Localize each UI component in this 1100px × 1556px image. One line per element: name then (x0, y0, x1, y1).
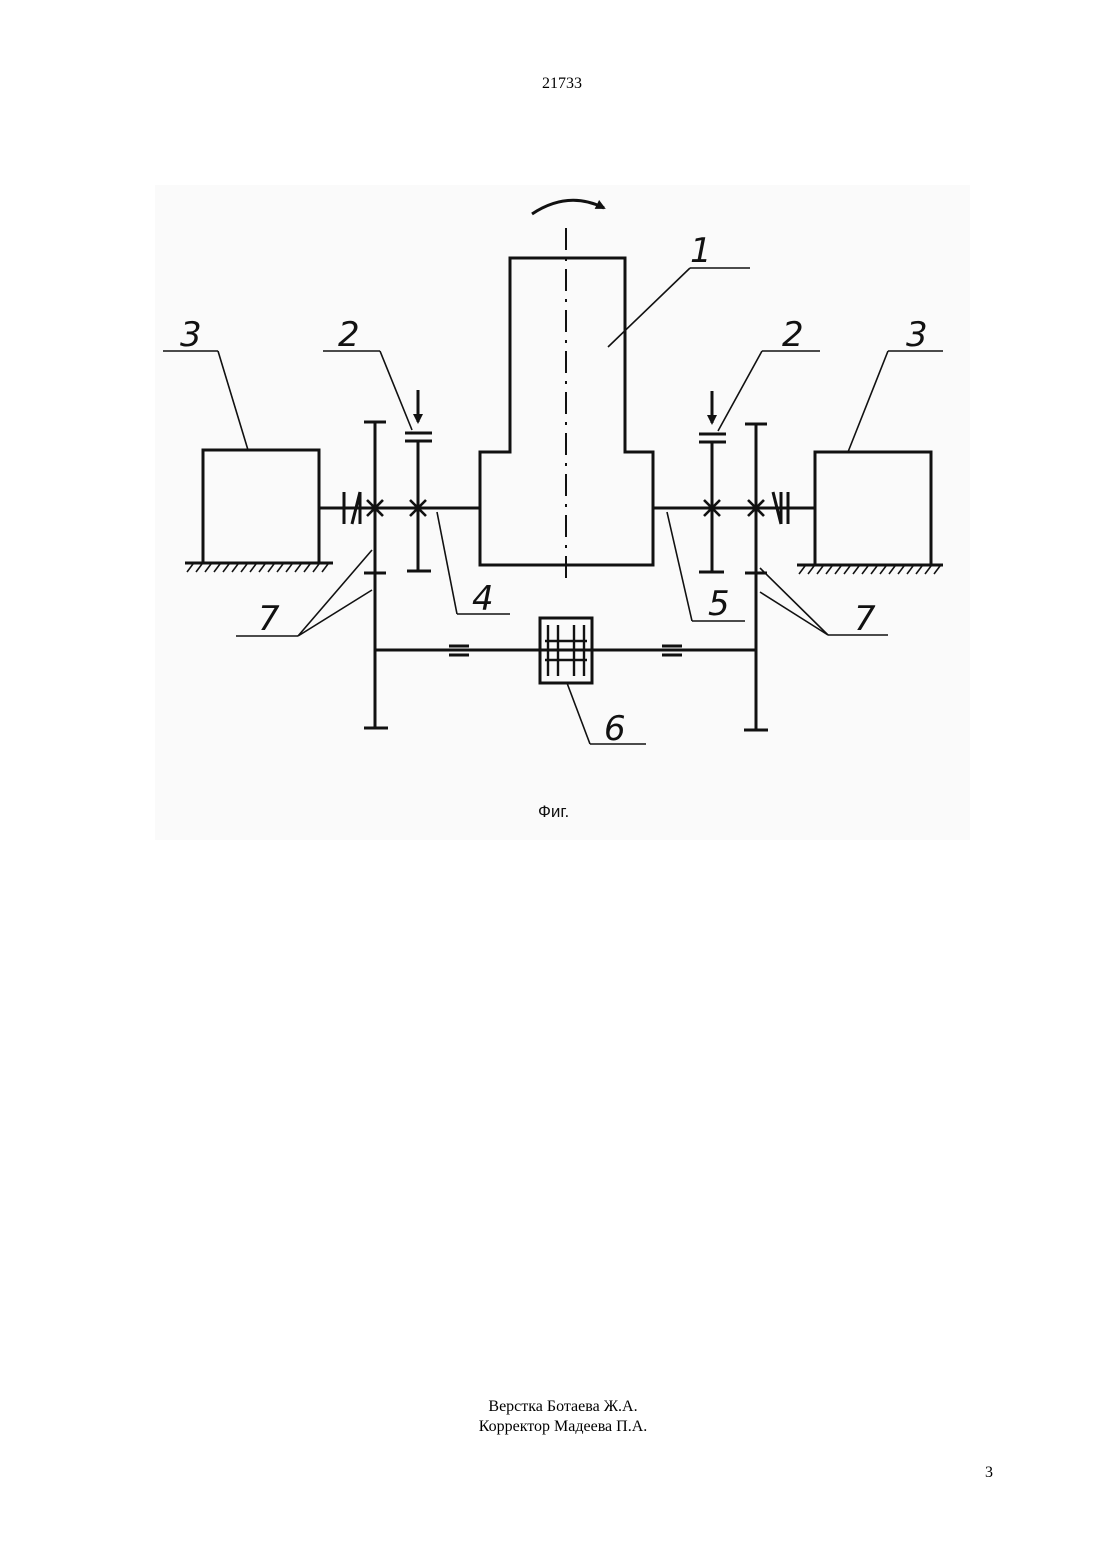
rotation-arrow (532, 200, 604, 214)
label-7-left: 7 (258, 599, 280, 639)
figure-caption: Фиг. (538, 802, 569, 821)
label-5: 5 (708, 584, 730, 624)
corrector-credit: Корректор Мадеева П.А. (0, 1417, 1100, 1437)
unit-3-right (815, 452, 931, 565)
footer-credits: Верстка Ботаева Ж.А. Корректор Мадеева П… (0, 1397, 1100, 1437)
label-2-right: 2 (782, 315, 804, 355)
label-2-left: 2 (338, 315, 360, 355)
page-number: 3 (985, 1464, 993, 1482)
label-7-right: 7 (854, 599, 876, 639)
label-1: 1 (690, 231, 712, 271)
label-4: 4 (472, 579, 494, 619)
label-3-right: 3 (906, 315, 928, 355)
label-6: 6 (604, 709, 626, 749)
label-3-left: 3 (180, 315, 202, 355)
layout-credit: Верстка Ботаева Ж.А. (0, 1397, 1100, 1417)
unit-3-left (203, 450, 319, 563)
